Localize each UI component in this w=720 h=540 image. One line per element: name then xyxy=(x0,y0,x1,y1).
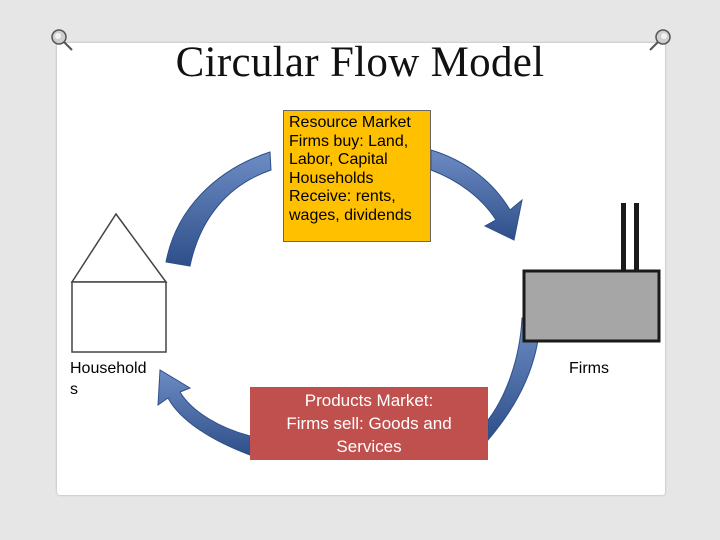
pushpin-icon xyxy=(649,29,671,51)
resource-market-line: Households xyxy=(289,169,374,187)
products-market-line: Products Market: xyxy=(304,391,434,410)
resource-market-line: Resource Market xyxy=(289,114,411,131)
products-market-line: Firms sell: Goods and xyxy=(286,414,452,433)
household-roof xyxy=(70,212,168,283)
households-label-line: Household xyxy=(70,360,147,377)
resource-market-box: Resource Market Firms buy: Land, Labor, … xyxy=(283,110,431,242)
firms-label: Firms xyxy=(569,360,609,377)
resource-market-line: Firms buy: Land, xyxy=(289,132,409,150)
resource-market-line: wages, dividends xyxy=(289,206,412,224)
households-label-line: s xyxy=(70,381,78,398)
resource-market-line: Receive: rents, xyxy=(289,188,396,205)
household-body xyxy=(71,281,167,353)
flow-arrow-top-right xyxy=(430,149,523,241)
flow-arrow-bottom-right xyxy=(487,317,541,442)
households-label: Household s xyxy=(70,358,170,400)
flow-arrow-top-left xyxy=(165,151,272,267)
pushpin-icon xyxy=(51,29,73,51)
products-market-box: Products Market: Firms sell: Goods and S… xyxy=(250,387,488,479)
resource-market-line: Labor, Capital xyxy=(289,151,388,168)
flow-arrow-bottom-left xyxy=(157,369,251,456)
factory-chimney xyxy=(634,203,639,271)
products-market-line: Services xyxy=(336,437,402,456)
slide-title: Circular Flow Model xyxy=(175,39,545,86)
factory-chimney xyxy=(621,203,626,271)
products-market-line: Households spend: Income xyxy=(265,460,473,479)
factory-building xyxy=(522,269,661,343)
